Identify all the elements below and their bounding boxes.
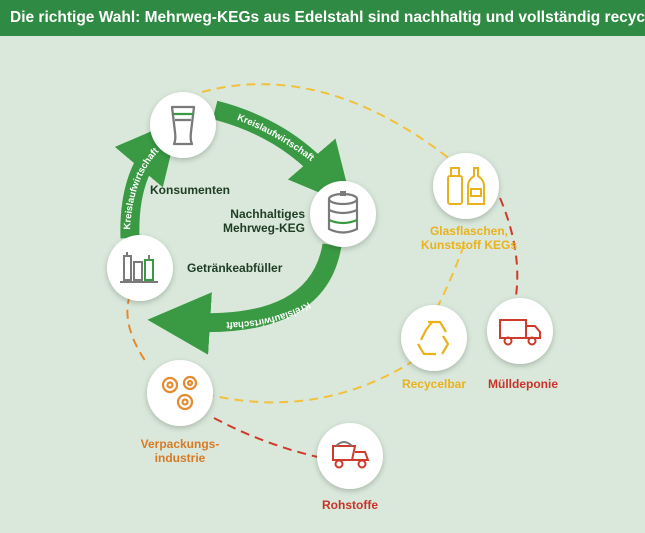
label-verpackung-line2: industrie [154,451,206,465]
label-verpackung: Verpackungs- industrie [130,437,230,465]
label-recycelbar: Recycelbar [401,377,467,391]
bottles-icon [447,167,485,205]
node-konsumenten [150,92,216,158]
node-keg [310,181,376,247]
garbage-truck-icon [499,319,541,346]
dashed-line-keg-glas [201,83,467,173]
bottling-plant-icon [120,252,158,283]
label-glas: Glasflaschen, Kunststoff KEGs [421,224,517,252]
recycle-icon [417,320,450,356]
node-verpackung [147,360,213,426]
dashed-line-glas-muelldeponie [499,197,519,297]
label-muelldeponie: Mülldeponie [488,377,558,391]
label-glas-line2: Kunststoff KEGs [421,238,517,252]
cycle-arrow-bottom [147,243,342,355]
keg-icon [327,191,359,234]
node-abfueller [107,235,173,301]
label-keg-line2: Mehrweg-KEG [222,221,305,235]
node-recycelbar [401,305,467,371]
label-glas-line1: Glasflaschen, [429,224,509,238]
svg-text:Kreislaufwirtschaft: Kreislaufwirtschaft [236,112,317,164]
node-glas [433,153,499,219]
page-title: Die richtige Wahl: Mehrweg-KEGs aus Edel… [0,0,645,36]
cycle-arrow-left [114,119,180,239]
label-keg: Nachhaltiges Mehrweg-KEG [221,207,305,235]
dashed-line-abfueller-verpackung [126,294,149,366]
label-abfueller: Getränkeabfüller [187,261,283,275]
cycle-arrow-top [212,100,353,207]
dump-truck-icon [332,441,370,469]
label-konsumenten: Konsumenten [150,183,231,197]
node-muelldeponie [487,298,553,364]
label-rohstoffe: Rohstoffe [322,498,378,512]
dashed-line-recycelbar-verpackung [209,359,416,404]
gears-icon [161,375,198,411]
dashed-line-glas-recycelbar [437,244,465,307]
label-verpackung-line1: Verpackungs- [140,437,220,451]
beer-glass-icon [170,105,196,146]
label-keg-line1: Nachhaltiges [230,207,305,221]
arrow-label-top: Kreislaufwirtschaft [236,112,317,164]
recycling-diagram: Kreislaufwirtschaft Kreislaufwirtschaft … [107,83,553,489]
node-rohstoffe [317,423,383,489]
